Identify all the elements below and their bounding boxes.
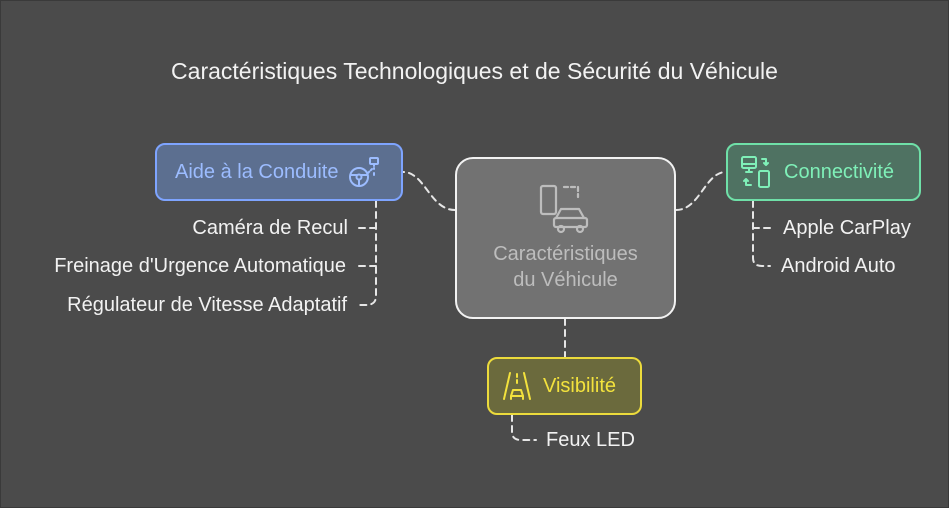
steering-wheel-camera-icon [348,155,382,189]
center-node: Caractéristiques du Véhicule [455,157,676,319]
center-label: Caractéristiques du Véhicule [476,241,656,293]
branch-connectivite-label: Connectivité [784,160,895,183]
road-car-icon [501,370,533,402]
branch-visibilite-label: Visibilité [543,374,616,397]
connector-aide-items [355,200,377,306]
aide-item-1: Caméra de Recul [192,217,348,239]
branch-connectivite-node: Connectivité [726,143,921,201]
branch-aide-label: Aide à la Conduite [175,160,339,183]
center-label-line2: du Véhicule [513,269,618,291]
branch-visibilite-node: Visibilité [487,357,642,415]
branch-aide-node: Aide à la Conduite [155,143,403,201]
diagram-title: Caractéristiques Technologiques et de Sé… [171,58,778,84]
connector-visi-item1 [511,414,537,441]
connector-conn-items [752,200,771,267]
vehicle-devices-icon [538,183,594,235]
connectivite-item-1: Apple CarPlay [783,217,911,239]
connector-center-aide [402,171,456,211]
devices-sync-icon [740,155,772,189]
connectivite-item-2: Android Auto [781,255,896,277]
center-label-line1: Caractéristiques [493,243,638,265]
aide-item-3: Régulateur de Vitesse Adaptatif [67,294,347,316]
visibilite-item-1: Feux LED [546,429,635,451]
connector-center-connectivite [675,171,727,211]
aide-item-2: Freinage d'Urgence Automatique [54,255,346,277]
